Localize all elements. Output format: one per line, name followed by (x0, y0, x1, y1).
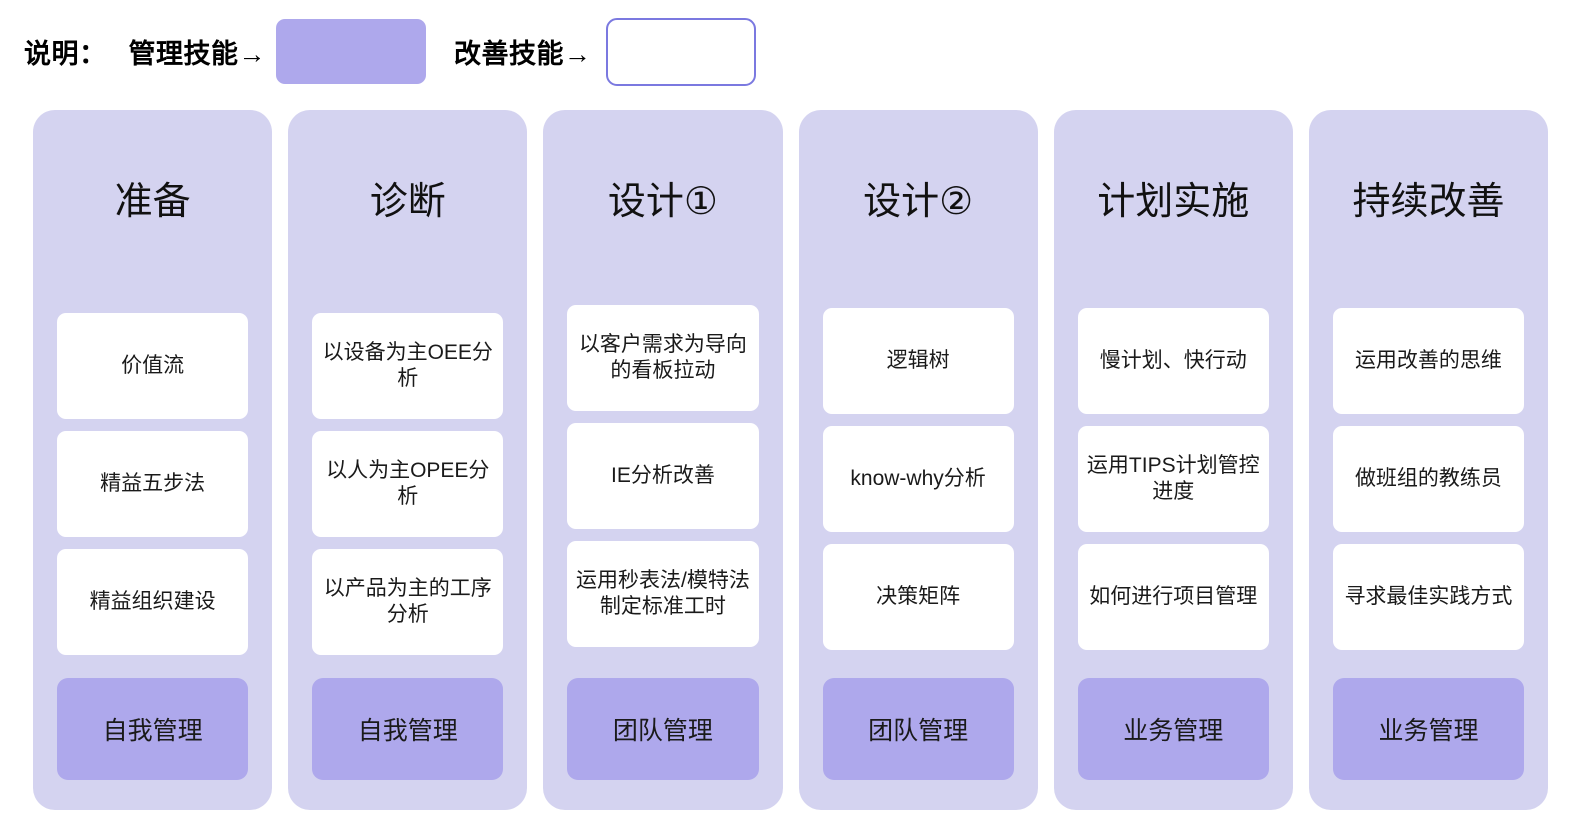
stage-card-list: 以设备为主OEE分析 以人为主OPEE分析 以产品为主的工序分析 (312, 313, 504, 678)
management-skill-card[interactable]: 团队管理 (822, 678, 1014, 780)
skill-card[interactable]: 运用秒表法/模特法制定标准工时 (567, 541, 759, 647)
skill-card[interactable]: 精益组织建设 (57, 549, 249, 655)
skill-card[interactable]: 运用TIPS计划管控进度 (1077, 426, 1269, 532)
management-skill-card[interactable]: 自我管理 (312, 678, 504, 780)
skill-card[interactable]: 决策矩阵 (822, 544, 1014, 650)
skill-card[interactable]: 逻辑树 (822, 308, 1014, 414)
legend-bar: 说明： 管理技能→ 改善技能→ (0, 0, 1578, 103)
stage-card-list: 以客户需求为导向的看板拉动 IE分析改善 运用秒表法/模特法制定标准工时 (567, 305, 759, 678)
management-skill-card[interactable]: 业务管理 (1077, 678, 1269, 780)
stage-column-design-1[interactable]: 设计① 以客户需求为导向的看板拉动 IE分析改善 运用秒表法/模特法制定标准工时… (543, 110, 783, 810)
stage-column-title: 诊断 (369, 180, 446, 223)
skill-card[interactable]: 做班组的教练员 (1332, 426, 1525, 532)
stage-column-title: 计划实施 (1097, 180, 1250, 223)
legend-prefix-label: 说明： (24, 39, 107, 69)
management-skill-card[interactable]: 团队管理 (567, 678, 759, 780)
skill-card[interactable]: 运用改善的思维 (1332, 308, 1525, 414)
stage-column-preparation[interactable]: 准备 价值流 精益五步法 精益组织建设 自我管理 (33, 110, 273, 810)
skill-card[interactable]: 如何进行项目管理 (1077, 544, 1269, 650)
stage-column-plan-execution[interactable]: 计划实施 慢计划、快行动 运用TIPS计划管控进度 如何进行项目管理 业务管理 (1053, 110, 1293, 810)
skill-card[interactable]: IE分析改善 (567, 423, 759, 529)
stage-column-title: 设计② (863, 180, 974, 223)
skill-card[interactable]: 以人为主OPEE分析 (312, 431, 504, 537)
skill-card[interactable]: 以设备为主OEE分析 (312, 313, 504, 419)
stage-column-title: 准备 (114, 180, 191, 223)
management-skill-card[interactable]: 业务管理 (1332, 678, 1525, 780)
skill-roadmap-board: 准备 价值流 精益五步法 精益组织建设 自我管理 诊断 以设备为主OEE分析 以… (33, 110, 1549, 810)
skill-card[interactable]: 价值流 (57, 313, 249, 419)
stage-column-diagnosis[interactable]: 诊断 以设备为主OEE分析 以人为主OPEE分析 以产品为主的工序分析 自我管理 (288, 110, 528, 810)
stage-column-title: 设计① (607, 180, 718, 223)
stage-card-list: 价值流 精益五步法 精益组织建设 (57, 313, 249, 678)
legend-management-skill-swatch (276, 19, 426, 84)
stage-column-title: 持续改善 (1352, 180, 1505, 223)
legend-improvement-skill-swatch (605, 17, 756, 86)
skill-card[interactable]: 寻求最佳实践方式 (1332, 544, 1525, 650)
stage-card-list: 逻辑树 know-why分析 决策矩阵 (822, 308, 1014, 678)
stage-card-list: 运用改善的思维 做班组的教练员 寻求最佳实践方式 (1332, 308, 1525, 678)
skill-card[interactable]: know-why分析 (822, 426, 1014, 532)
skill-card[interactable]: 慢计划、快行动 (1077, 308, 1269, 414)
legend-improvement-skill-label: 改善技能→ (454, 39, 592, 69)
skill-card[interactable]: 精益五步法 (57, 431, 249, 537)
legend-management-skill-label: 管理技能→ (128, 39, 266, 69)
stage-column-continuous-improvement[interactable]: 持续改善 运用改善的思维 做班组的教练员 寻求最佳实践方式 业务管理 (1308, 110, 1549, 810)
skill-card[interactable]: 以客户需求为导向的看板拉动 (567, 305, 759, 411)
stage-column-design-2[interactable]: 设计② 逻辑树 know-why分析 决策矩阵 团队管理 (798, 110, 1038, 810)
skill-card[interactable]: 以产品为主的工序分析 (312, 549, 504, 655)
stage-card-list: 慢计划、快行动 运用TIPS计划管控进度 如何进行项目管理 (1077, 308, 1269, 678)
management-skill-card[interactable]: 自我管理 (57, 678, 249, 780)
